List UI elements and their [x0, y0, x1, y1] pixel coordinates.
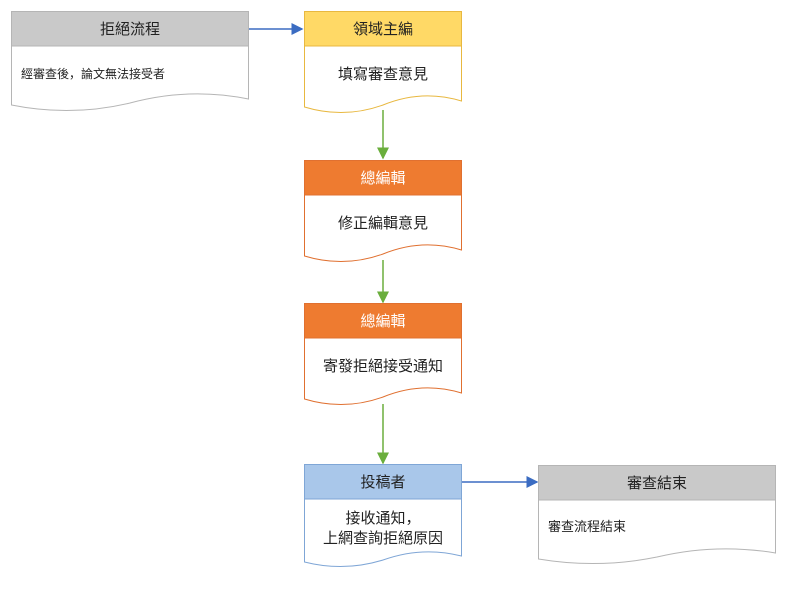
node-chief-editor-1-text: 修正編輯意見	[337, 213, 428, 232]
node-review-end: 審查結束 審查流程結束	[538, 465, 776, 569]
node-reject-text: 經審查後，論文無法接受者	[21, 66, 166, 81]
node-author: 投稿者 接收通知， 上網查詢拒絕原因	[304, 464, 462, 570]
node-review-end-title: 審查結束	[626, 474, 687, 492]
node-author-title: 投稿者	[360, 473, 406, 491]
node-reject-process: 拒絕流程 經審查後，論文無法接受者	[11, 11, 249, 115]
node-chief-editor-2: 總編輯 寄發拒絕接受通知	[304, 303, 462, 409]
node-chief-editor-2-text: 寄發拒絕接受通知	[322, 356, 443, 375]
node-chief-editor-1-title: 總編輯	[360, 169, 406, 187]
node-author-text-line1: 接收通知，	[345, 509, 421, 527]
node-domain-editor-text: 填寫審查意見	[337, 64, 428, 83]
node-chief-editor-2-title: 總編輯	[360, 312, 406, 330]
node-author-text-line2: 上網查詢拒絕原因	[322, 529, 443, 547]
node-chief-editor-1: 總編輯 修正編輯意見	[304, 160, 462, 266]
node-review-end-text: 審查流程結束	[548, 519, 627, 535]
node-author-text: 接收通知， 上網查詢拒絕原因	[304, 499, 462, 557]
node-reject-title: 拒絕流程	[99, 20, 160, 38]
node-domain-editor-title: 領域主編	[352, 20, 413, 38]
node-domain-editor: 領域主編 填寫審查意見	[304, 11, 462, 117]
